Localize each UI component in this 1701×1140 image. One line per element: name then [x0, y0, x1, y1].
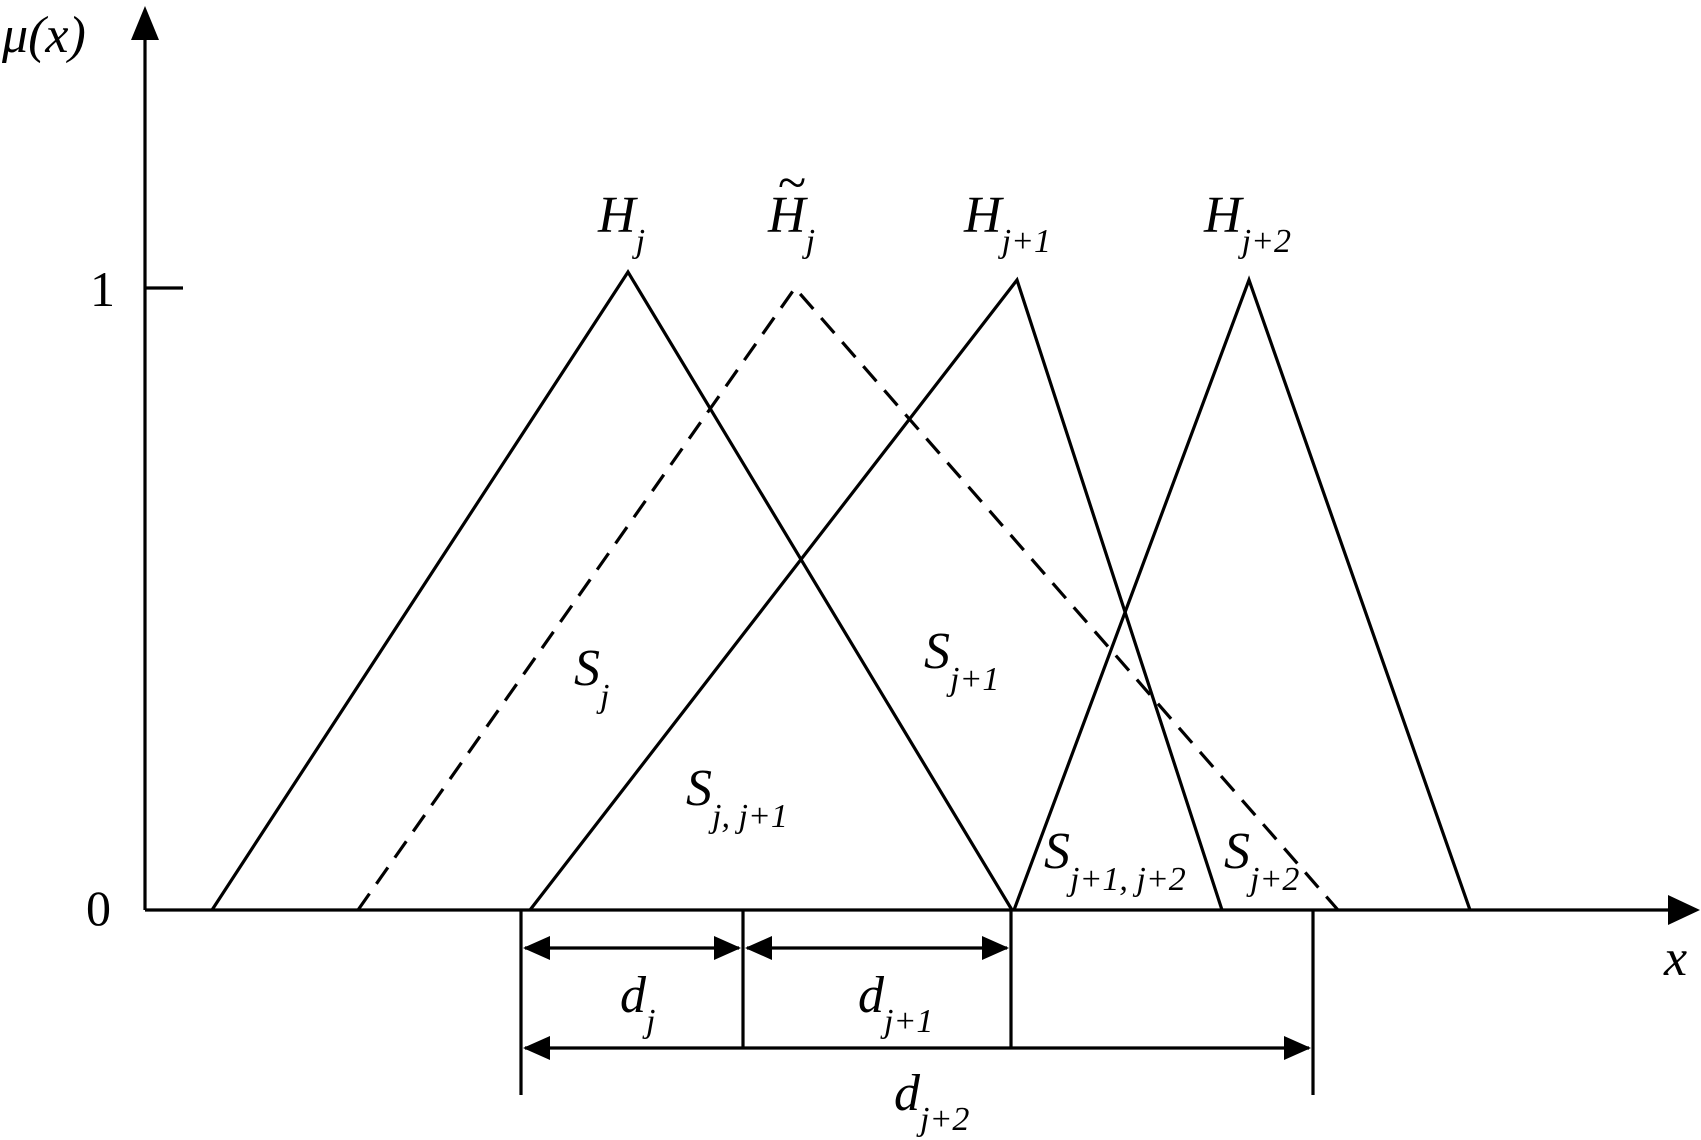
y-tick-one-label: 1 — [90, 261, 115, 317]
axes — [131, 6, 1700, 925]
label-h-tilde-j: Hj — [767, 187, 815, 260]
membership-functions — [210, 268, 1472, 912]
distance-markers — [519, 910, 1315, 1095]
x-axis-arrowhead — [1668, 895, 1700, 925]
triangle-h-j-plus-1 — [528, 276, 1224, 911]
area-s-j-j-plus-1: Sj, j+1 — [686, 760, 788, 835]
area-labels: Sj Sj+1 Sj, j+1 Sj+1, j+2 Sj+2 — [574, 623, 1299, 898]
label-d-j-plus-1: dj+1 — [858, 967, 933, 1040]
triangle-h-j-plus-2 — [1012, 275, 1472, 911]
label-h-j-plus-2: Hj+2 — [1203, 187, 1291, 260]
label-d-j: dj — [620, 967, 655, 1040]
label-h-j: Hj — [597, 187, 645, 260]
tilde-mark: ~ — [778, 155, 806, 212]
arrow-d-j-plus-2-head-right — [1284, 1036, 1311, 1060]
label-h-j-plus-1: Hj+1 — [963, 187, 1051, 260]
triangle-h-j — [210, 268, 1014, 911]
y-tick-zero-label: 0 — [86, 880, 111, 936]
arrow-d-j-plus-1-head-left — [745, 936, 772, 960]
x-axis-label: x — [1663, 930, 1687, 987]
label-d-j-plus-2: dj+2 — [894, 1065, 969, 1138]
area-s-j: Sj — [574, 640, 609, 715]
area-s-j-plus-2: Sj+2 — [1224, 823, 1299, 898]
y-axis-label: μ(x) — [1, 7, 86, 64]
y-axis-arrowhead — [131, 6, 159, 40]
area-s-j-plus-1: Sj+1 — [924, 623, 999, 698]
distance-labels: dj dj+1 dj+2 — [620, 967, 969, 1138]
arrow-d-j-head-right — [714, 936, 741, 960]
peak-labels: Hj Hj ~ Hj+1 Hj+2 — [597, 155, 1291, 260]
arrow-d-j-plus-1-head-right — [982, 936, 1009, 960]
arrow-d-j-plus-2-head-left — [523, 1036, 550, 1060]
area-s-j-plus-1-j-plus-2: Sj+1, j+2 — [1044, 823, 1186, 898]
arrow-d-j-head-left — [523, 936, 550, 960]
